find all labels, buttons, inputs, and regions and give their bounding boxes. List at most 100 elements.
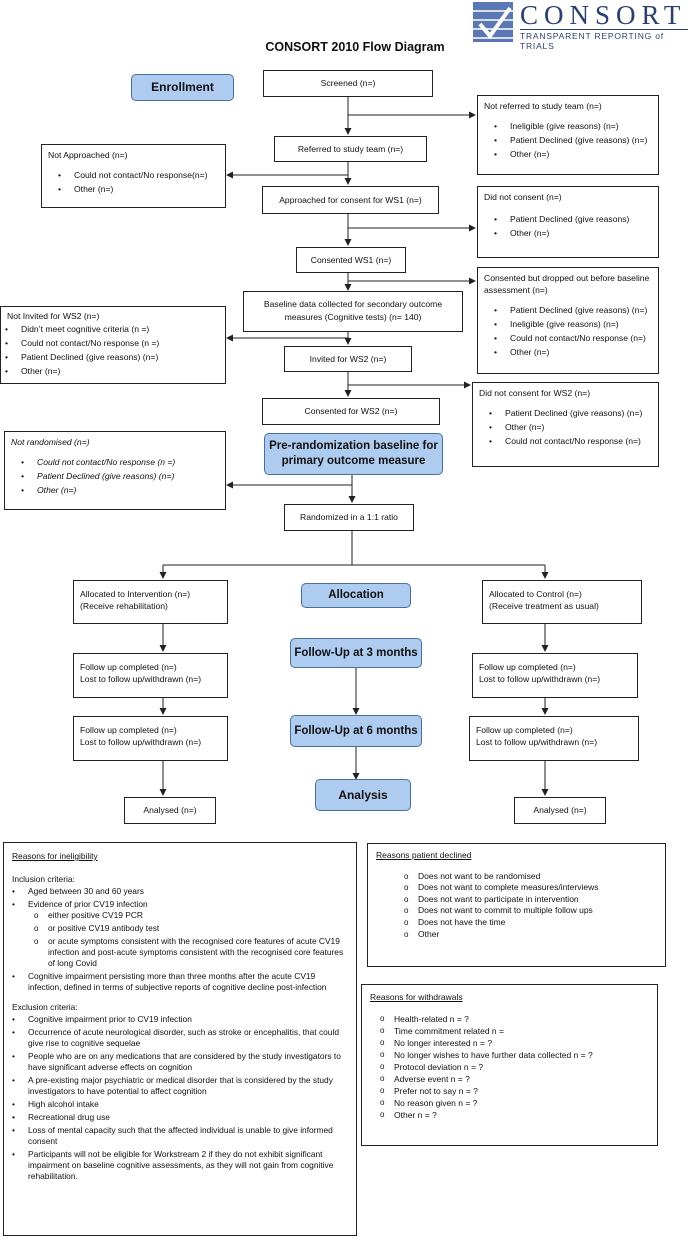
withdrawals-heading: Reasons for withdrawals	[370, 992, 463, 1002]
consort-logo: CONSORT TRANSPARENT REPORTING of TRIALS	[470, 0, 694, 51]
list-item: Other (n=)	[21, 484, 219, 496]
list-item: Adverse event n = ?	[380, 1073, 649, 1085]
list-item: Time commitment related n =	[380, 1025, 649, 1037]
list-item: Patient Declined (give reasons)	[494, 213, 652, 225]
inclusion-item: Evidence of prior CV19 infection either …	[12, 899, 348, 969]
not-consent-ws2-title: Did not consent for WS2 (n=)	[479, 388, 591, 398]
inclusion-item: Aged between 30 and 60 years	[12, 886, 348, 897]
list-item: Other	[404, 929, 657, 941]
list-item: Other (n=)	[494, 227, 652, 239]
list-item: No longer wishes to have further data co…	[380, 1049, 649, 1061]
control-analysed-box: Analysed (n=)	[514, 797, 606, 824]
list-item: Patient Declined (give reasons) (n=)	[5, 351, 219, 363]
exclusion-label: Exclusion criteria:	[12, 1002, 78, 1012]
inclusion-subitem: or positive CV19 antibody test	[34, 923, 348, 934]
dropped-out-title: Consented but dropped out before baselin…	[484, 273, 650, 295]
list-item: Other (n=)	[494, 148, 652, 160]
stage-followup-3: Follow-Up at 3 months	[290, 638, 422, 668]
exclusion-item: Occurrence of acute neurological disorde…	[12, 1027, 348, 1049]
list-item: Does not want to commit to multiple foll…	[404, 905, 657, 917]
list-item: Other (n=)	[489, 421, 652, 433]
inclusion-subitem: either positive CV19 PCR	[34, 910, 348, 921]
allocated-control-label: Allocated to Control (n=)	[489, 589, 582, 599]
logo-divider	[520, 29, 688, 30]
list-item: Protocol deviation n = ?	[380, 1061, 649, 1073]
stage-allocation: Allocation	[301, 583, 411, 608]
fu-lost-label: Lost to follow up/withdrawn (n=)	[80, 737, 202, 747]
list-item: No longer interested n = ?	[380, 1037, 649, 1049]
inclusion-item-text: Evidence of prior CV19 infection	[28, 899, 148, 909]
exclusion-item: Cognitive impairment prior to CV19 infec…	[12, 1014, 348, 1025]
inclusion-item: Cognitive impairment persisting more tha…	[12, 971, 348, 993]
fu-lost-label: Lost to follow up/withdrawn (n=)	[479, 674, 601, 684]
allocated-control-box: Allocated to Control (n=) (Receive treat…	[482, 580, 642, 624]
fu-completed-label: Follow up completed (n=)	[476, 725, 573, 735]
exclusion-item: Recreational drug use	[12, 1112, 348, 1123]
list-item: Does not want to complete measures/inter…	[404, 882, 657, 894]
inclusion-label: Inclusion criteria:	[12, 874, 75, 884]
ineligibility-box: Reasons for ineligibility Inclusion crit…	[3, 842, 357, 1236]
allocated-intervention-sub: (Receive rehabilitation)	[80, 601, 168, 611]
list-item: Does not have the time	[404, 917, 657, 929]
list-item: Does not want to participate in interven…	[404, 894, 657, 906]
not-referred-title: Not referred to study team (n=)	[484, 101, 602, 111]
allocated-control-sub: (Receive treatment as usual)	[489, 601, 599, 611]
fu-completed-label: Follow up completed (n=)	[479, 662, 576, 672]
intervention-fu3-box: Follow up completed (n=) Lost to follow …	[73, 653, 228, 698]
withdrawals-box: Reasons for withdrawals Health-related n…	[361, 984, 658, 1146]
list-item: Ineligible (give reasons) (n=)	[494, 120, 652, 132]
invited-ws2-box: Invited for WS2 (n=)	[284, 346, 412, 372]
page-title: CONSORT 2010 Flow Diagram	[265, 40, 445, 54]
fu-lost-label: Lost to follow up/withdrawn (n=)	[476, 737, 598, 747]
stage-followup-6: Follow-Up at 6 months	[290, 715, 422, 747]
exclusion-item: High alcohol intake	[12, 1099, 348, 1110]
list-item: Does not want to be randomised	[404, 871, 657, 883]
allocated-intervention-label: Allocated to Intervention (n=)	[80, 589, 191, 599]
list-item: Other (n=)	[58, 183, 219, 195]
not-approached-box: Not Approached (n=) Could not contact/No…	[41, 144, 226, 208]
not-randomised-box: Not randomised (n=) Could not contact/No…	[4, 431, 226, 510]
not-approached-title: Not Approached (n=)	[48, 150, 128, 160]
list-item: Could not contact/No response (n =)	[5, 337, 219, 349]
dropped-out-box: Consented but dropped out before baselin…	[477, 267, 659, 374]
list-item: Could not contact/No response (n=)	[494, 332, 652, 344]
list-item: Could not contact/No response(n=)	[58, 169, 219, 181]
exclusion-item: Loss of mental capacity such that the af…	[12, 1125, 348, 1147]
not-referred-box: Not referred to study team (n=) Ineligib…	[477, 95, 659, 175]
fu-completed-label: Follow up completed (n=)	[80, 662, 177, 672]
declined-box: Reasons patient declined Does not want t…	[367, 843, 666, 967]
control-fu3-box: Follow up completed (n=) Lost to follow …	[472, 653, 638, 698]
screened-box: Screened (n=)	[263, 70, 433, 97]
exclusion-item: A pre-existing major psychiatric or medi…	[12, 1075, 348, 1097]
did-not-consent-box: Did not consent (n=) Patient Declined (g…	[477, 186, 659, 258]
fu-lost-label: Lost to follow up/withdrawn (n=)	[80, 674, 202, 684]
intervention-fu6-box: Follow up completed (n=) Lost to follow …	[73, 716, 228, 761]
not-randomised-title: Not randomised (n=)	[11, 437, 90, 447]
list-item: Health-related n = ?	[380, 1013, 649, 1025]
baseline-box: Baseline data collected for secondary ou…	[243, 291, 463, 332]
list-item: Could not contact/No response (n =)	[21, 456, 219, 468]
not-consent-ws2-box: Did not consent for WS2 (n=) Patient Dec…	[472, 382, 659, 467]
consented-ws1-box: Consented WS1 (n=)	[296, 247, 406, 273]
fu-completed-label: Follow up completed (n=)	[80, 725, 177, 735]
not-invited-title: Not Invited for WS2 (n=)	[7, 311, 100, 321]
stage-analysis: Analysis	[315, 779, 411, 811]
consort-logo-mark-icon	[473, 2, 513, 42]
stage-pre-randomization: Pre-randomization baseline for primary o…	[264, 433, 443, 475]
did-not-consent-title: Did not consent (n=)	[484, 192, 562, 202]
list-item: Other (n=)	[494, 346, 652, 358]
referred-box: Referred to study team (n=)	[274, 136, 427, 162]
list-item: Prefer not to say n = ?	[380, 1085, 649, 1097]
list-item: Didn’t meet cognitive criteria (n =)	[5, 323, 219, 335]
exclusion-item: People who are on any medications that a…	[12, 1051, 348, 1073]
inclusion-subitem: or acute symptoms consistent with the re…	[34, 936, 348, 969]
list-item: Patient Declined (give reasons) (n=)	[489, 407, 652, 419]
list-item: Other (n=)	[5, 365, 219, 377]
ineligibility-heading: Reasons for ineligibility	[12, 851, 98, 861]
list-item: No reason given n = ?	[380, 1097, 649, 1109]
randomized-box: Randomized in a 1:1 ratio	[284, 504, 414, 531]
consented-ws2-box: Consented for WS2 (n=)	[262, 398, 440, 425]
list-item: Patient Declined (give reasons) (n=)	[494, 304, 652, 316]
list-item: Patient Declined (give reasons) (n=)	[21, 470, 219, 482]
